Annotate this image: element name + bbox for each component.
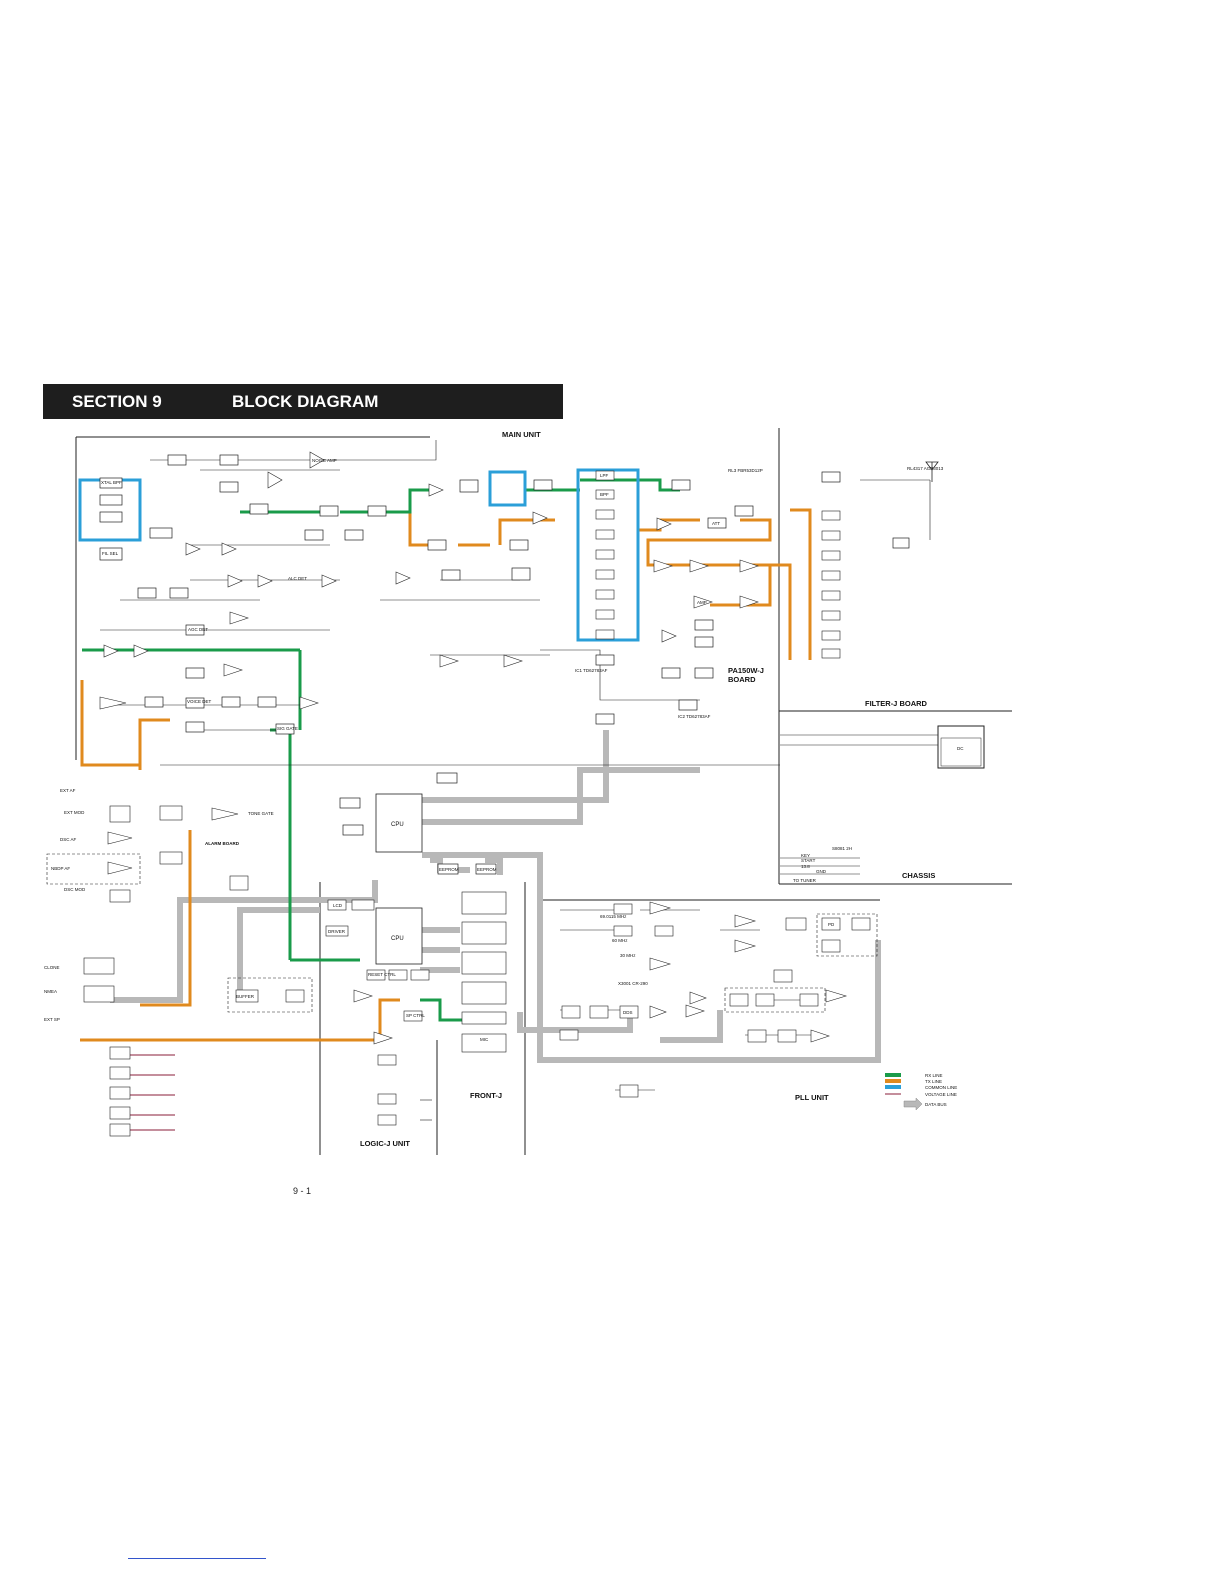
pll-unit-title: PLL UNIT <box>795 1093 829 1102</box>
freq-60-label: 60 MHz <box>612 938 628 943</box>
main-unit-title: MAIN UNIT <box>502 430 541 439</box>
section-banner: SECTION 9 BLOCK DIAGRAM <box>43 384 563 419</box>
pll-blocks <box>559 903 871 1098</box>
fil-sel-label: FIL SEL <box>102 551 119 556</box>
reset-label: RESET CTRL <box>368 972 396 977</box>
voice-det-label: VOICE DET <box>187 699 212 704</box>
ic1-label: IC1 TD62783AF <box>575 668 608 673</box>
unit-borders <box>75 428 1012 1155</box>
driver-label: DRIVER <box>328 929 346 934</box>
key-port: KEY <box>801 853 810 858</box>
tone-gate-label: TONE GATE <box>248 811 274 816</box>
pa-board-title: PA150W-J <box>728 666 764 675</box>
mic-label: MIC <box>480 1037 489 1042</box>
nbdp-af-port: NBDP AF <box>51 866 70 871</box>
alc-det-label: ALC DET <box>288 576 307 581</box>
terminal-board-inner <box>940 737 982 767</box>
main-cpu-label: CPU <box>391 822 404 828</box>
ext-mod-port: EXT MOD <box>64 810 85 815</box>
rl4317-label: RL4317 AGP3013 <box>907 466 944 471</box>
front-unit-title: FRONT-J <box>470 1091 502 1100</box>
chassis-title: CHASSIS <box>902 871 935 880</box>
legend-voltage-label: VOLTAGE LINE <box>925 1092 957 1097</box>
alarm-board-title: ALARM BOARD <box>205 841 240 846</box>
common-line <box>78 468 640 642</box>
dds-label: DDS <box>623 1010 633 1015</box>
xtal-bpf-label: XTAL BPF <box>101 480 122 485</box>
legend-databus-label: DATA BUS <box>925 1102 947 1107</box>
rl3-label: RL3 FBR53D12P <box>728 468 763 473</box>
nmea-port: NMEA <box>44 989 57 994</box>
v138-port: 13.8 <box>801 864 810 869</box>
noise-amp-label: NOISE AMP <box>312 458 337 463</box>
to-tuner-port: TO TUNER <box>793 878 817 883</box>
antenna-icon <box>925 461 939 482</box>
dsc-mod-port: DSC MOD <box>64 887 86 892</box>
legend-common-label: COMMON LINE <box>925 1085 957 1090</box>
ic2-label: IC2 TD62783AF <box>678 714 711 719</box>
terminal-board <box>937 725 985 769</box>
main-cpu-block <box>375 793 423 853</box>
eeprom-2-label: EEPROM <box>477 867 497 872</box>
lcd-label: LCD <box>333 903 343 908</box>
legend-common-swatch <box>885 1085 901 1089</box>
dashed-boxes <box>46 853 878 1013</box>
start-port: START <box>801 858 816 863</box>
eeprom-1-label: EEPROM <box>439 867 459 872</box>
logic-cpu-block <box>375 907 423 965</box>
amplifiers <box>99 451 848 1045</box>
dsc-af-port: DSC AF <box>60 837 77 842</box>
dc-label: DC <box>957 746 964 751</box>
voltage-line <box>130 1054 175 1131</box>
ext-af-port: EXT AF <box>60 788 76 793</box>
agc-det-label: AGC DET <box>188 627 208 632</box>
gnd-port: GND <box>816 869 827 874</box>
logic-blocks <box>83 805 507 1137</box>
buffer-label: BUFFER <box>236 994 255 999</box>
s8081-label: S8081 2H <box>832 846 852 851</box>
pa-board-subtitle: BOARD <box>728 675 756 684</box>
clone-port: CLONE <box>44 965 60 970</box>
x3001-label: X3001 CR-290 <box>618 981 648 986</box>
lpf-label: LPF <box>600 473 609 478</box>
legend-tx-label: TX LINE <box>925 1079 942 1084</box>
sig-gate-label: SIG GATE <box>277 726 298 731</box>
legend-databus-arrow-icon <box>903 1097 923 1111</box>
att-label: ATT <box>712 521 720 526</box>
freq-30-label: 30 MHz <box>620 953 636 958</box>
amp-label: AMP <box>697 600 707 605</box>
freq-69-label: 69.0115 MHz <box>600 914 627 919</box>
footer-link-line <box>128 1558 266 1559</box>
logic-unit-title: LOGIC-J UNIT <box>360 1139 410 1148</box>
legend: RX LINE TX LINE COMMON LINE VOLTAGE LINE… <box>885 1073 957 1111</box>
filter-banks <box>595 470 841 659</box>
ext-sp-port: EXT SP <box>44 1017 60 1022</box>
legend-tx-swatch <box>885 1079 901 1083</box>
legend-rx-swatch <box>885 1073 901 1077</box>
main-blocks <box>99 454 910 875</box>
page-number: 9 - 1 <box>293 1186 312 1196</box>
pd-label: PD <box>828 922 835 927</box>
section-number: SECTION 9 <box>72 392 162 411</box>
bpf-label: BPF <box>600 492 609 497</box>
logic-cpu-label: CPU <box>391 936 404 942</box>
section-title: BLOCK DIAGRAM <box>232 392 379 411</box>
filter-board-title: FILTER-J BOARD <box>865 699 928 708</box>
sp-ctrl-label: SP CTRL <box>406 1013 425 1018</box>
legend-rx-label: RX LINE <box>925 1073 943 1078</box>
